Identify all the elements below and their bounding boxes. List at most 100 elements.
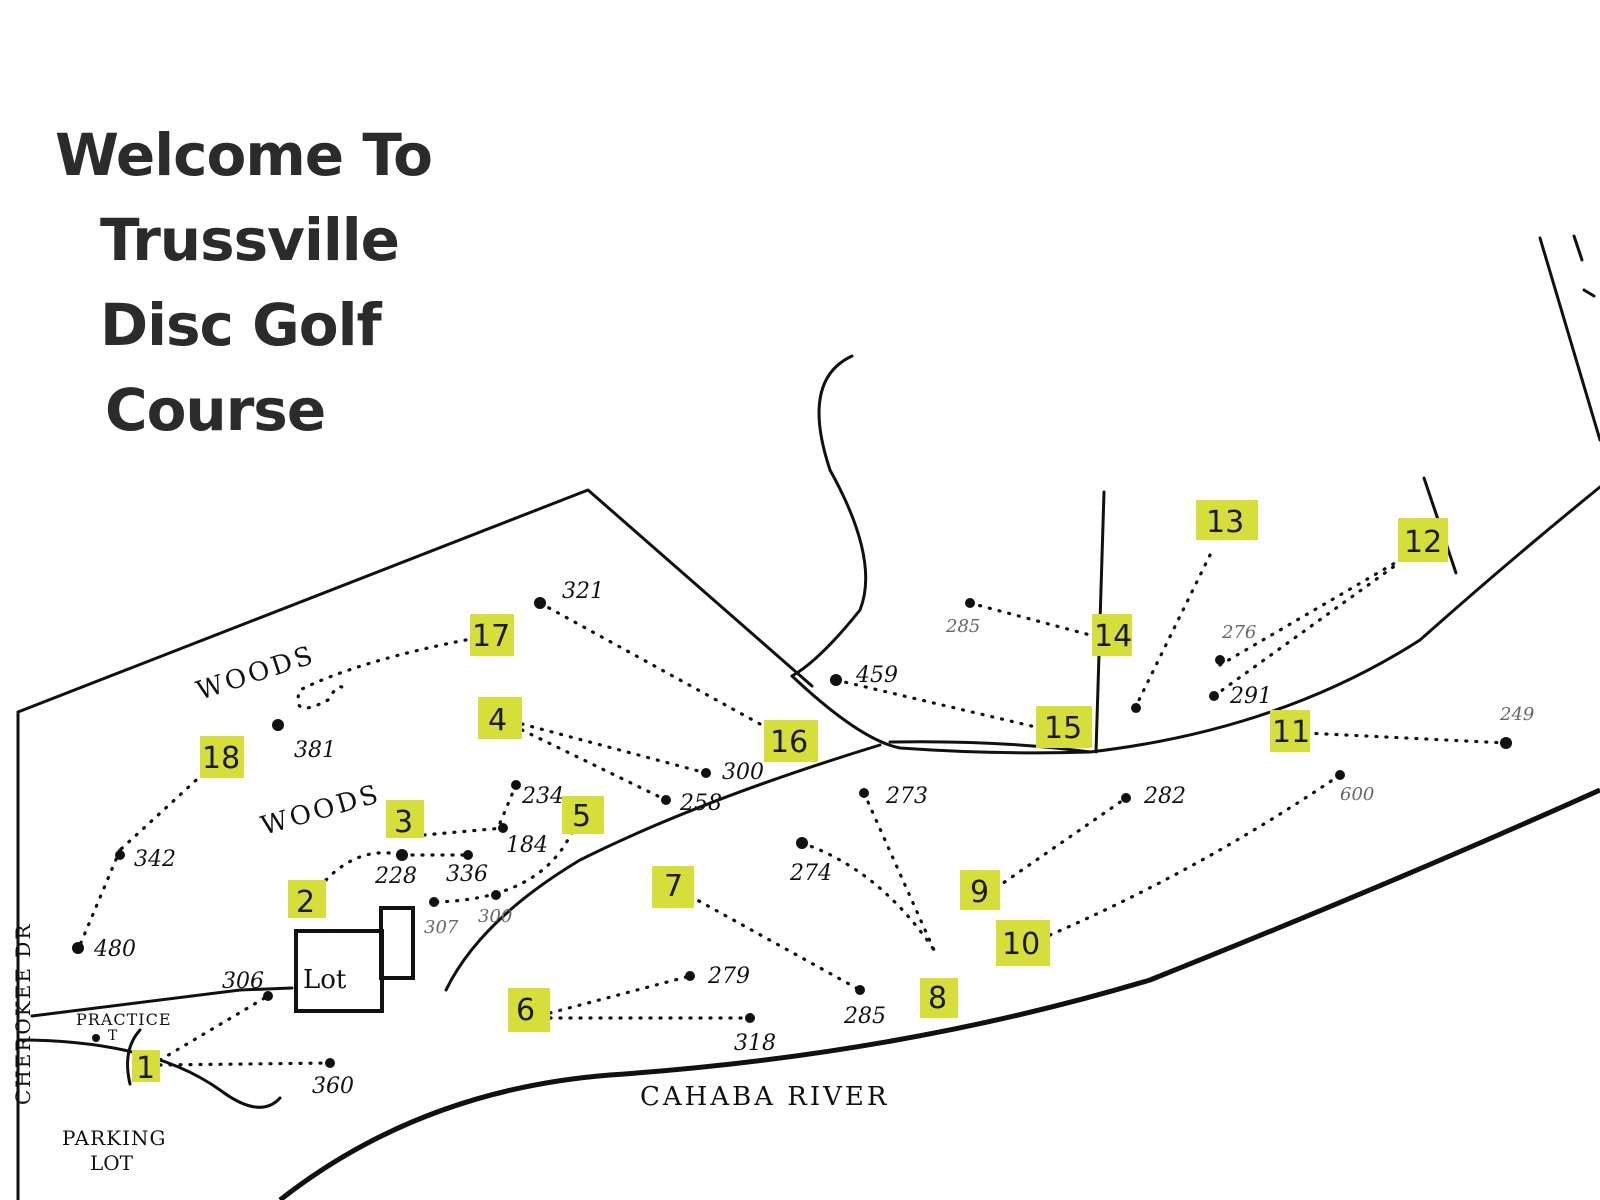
fairway-3 (422, 826, 505, 837)
distance-307: 307 (424, 917, 459, 938)
map-linework (16, 234, 1600, 1200)
lot-label: Lot (303, 965, 347, 995)
fairway-18b (78, 848, 122, 947)
distance-276: 276 (1221, 622, 1256, 643)
lower-left-boundary (30, 986, 294, 1018)
fairway-14 (968, 601, 1092, 637)
title-line-2: Trussville (100, 206, 399, 274)
tee-hole-3[interactable]: 3 (386, 800, 424, 840)
basket-18a (115, 850, 125, 860)
basket-4 (701, 768, 711, 778)
svg-text:5: 5 (572, 799, 591, 834)
distance-285-7: 285 (843, 1004, 886, 1029)
tee-hole-4[interactable]: 4 (478, 697, 522, 739)
fairway-8b (862, 791, 936, 952)
title-line-4: Course (105, 376, 325, 444)
river-bank (278, 787, 1600, 1200)
basket-13b (1209, 691, 1219, 701)
basket-1a (325, 1058, 335, 1068)
fairway-16 (538, 601, 782, 737)
tee-hole-13[interactable]: 13 (1196, 500, 1258, 540)
tee-boxes: 1 2 3 4 5 6 7 8 9 10 11 12 13 14 15 16 1… (132, 500, 1448, 1086)
svg-text:4: 4 (488, 703, 507, 738)
tee-hole-15[interactable]: 15 (1036, 706, 1092, 748)
fairway-1b (158, 994, 270, 1062)
distance-274: 274 (789, 861, 832, 886)
tee-hole-8[interactable]: 8 (920, 978, 958, 1018)
woods-boundary (16, 488, 814, 714)
tee-hole-14[interactable]: 14 (1092, 614, 1132, 656)
basket-6a (685, 971, 695, 981)
basket-258 (661, 795, 671, 805)
creek-curve (790, 354, 868, 678)
svg-text:2: 2 (296, 885, 315, 920)
svg-text:9: 9 (970, 875, 989, 910)
fairway-7 (688, 894, 862, 992)
distance-300: 300 (722, 760, 764, 785)
distance-279: 279 (707, 964, 750, 989)
tee-hole-16[interactable]: 16 (764, 720, 818, 762)
basket-8a (796, 837, 808, 849)
tee-hole-6[interactable]: 6 (508, 988, 550, 1032)
basket-2 (396, 849, 408, 861)
basket-18b (72, 942, 84, 954)
distance-258: 258 (679, 791, 722, 816)
tee-hole-12[interactable]: 12 (1398, 518, 1448, 562)
fairway-4b (520, 728, 668, 802)
lot-annex (379, 906, 415, 980)
distance-184: 184 (506, 833, 548, 858)
tee-hole-9[interactable]: 9 (960, 870, 1000, 910)
cahaba-river-label: CAHABA RIVER (640, 1082, 889, 1112)
tee-hole-18[interactable]: 18 (200, 736, 244, 778)
tee-hole-7[interactable]: 7 (652, 866, 694, 908)
practice-basket (92, 1034, 100, 1042)
basket-336 (463, 850, 473, 860)
title-line-1: Welcome To (55, 121, 432, 189)
fairways (78, 553, 1508, 1067)
basket-11 (1500, 737, 1512, 749)
fairway-17 (296, 636, 478, 710)
basket-14 (965, 598, 975, 608)
baskets (72, 597, 1512, 1068)
distance-228: 228 (374, 864, 417, 889)
fairway-12 (1218, 558, 1402, 667)
svg-text:18: 18 (202, 741, 240, 776)
fairway-5b (498, 783, 518, 825)
distance-600: 600 (1340, 784, 1374, 805)
svg-text:15: 15 (1044, 711, 1082, 746)
svg-text:6: 6 (516, 993, 535, 1028)
basket-16 (534, 597, 546, 609)
distance-381: 381 (294, 738, 336, 763)
parking-label: PARKING (62, 1126, 166, 1150)
fairway-8a (800, 841, 936, 952)
edge-tick-2 (1582, 288, 1596, 298)
distance-285-14: 285 (945, 616, 980, 637)
svg-text:7: 7 (664, 869, 683, 904)
parking-curve (16, 1038, 282, 1109)
distance-336: 336 (446, 862, 488, 887)
tee-hole-5[interactable]: 5 (562, 796, 604, 834)
tee-hole-1[interactable]: 1 (132, 1050, 160, 1086)
practice-tee-label: T (108, 1028, 118, 1044)
tee-hole-2[interactable]: 2 (288, 880, 326, 920)
distance-282: 282 (1143, 784, 1186, 809)
basket-1b (263, 991, 273, 1001)
fairway-11 (1304, 731, 1508, 745)
basket-3 (498, 823, 508, 833)
map-title: Welcome To Trussville Disc Golf Course (55, 121, 433, 444)
fairway-13 (1134, 553, 1212, 708)
distance-321: 321 (562, 579, 604, 604)
svg-text:17: 17 (472, 619, 510, 654)
road-joint (888, 740, 1092, 754)
svg-text:8: 8 (928, 981, 947, 1016)
distance-249: 249 (1499, 704, 1534, 725)
basket-12 (1215, 655, 1225, 665)
fairway-6a (548, 974, 692, 1015)
basket-8b (859, 788, 869, 798)
distance-234: 234 (521, 784, 564, 809)
tee-hole-11[interactable]: 11 (1270, 710, 1310, 752)
fairway-10 (1048, 773, 1342, 937)
tee-hole-17[interactable]: 17 (470, 614, 514, 656)
tee-hole-10[interactable]: 10 (996, 920, 1050, 966)
